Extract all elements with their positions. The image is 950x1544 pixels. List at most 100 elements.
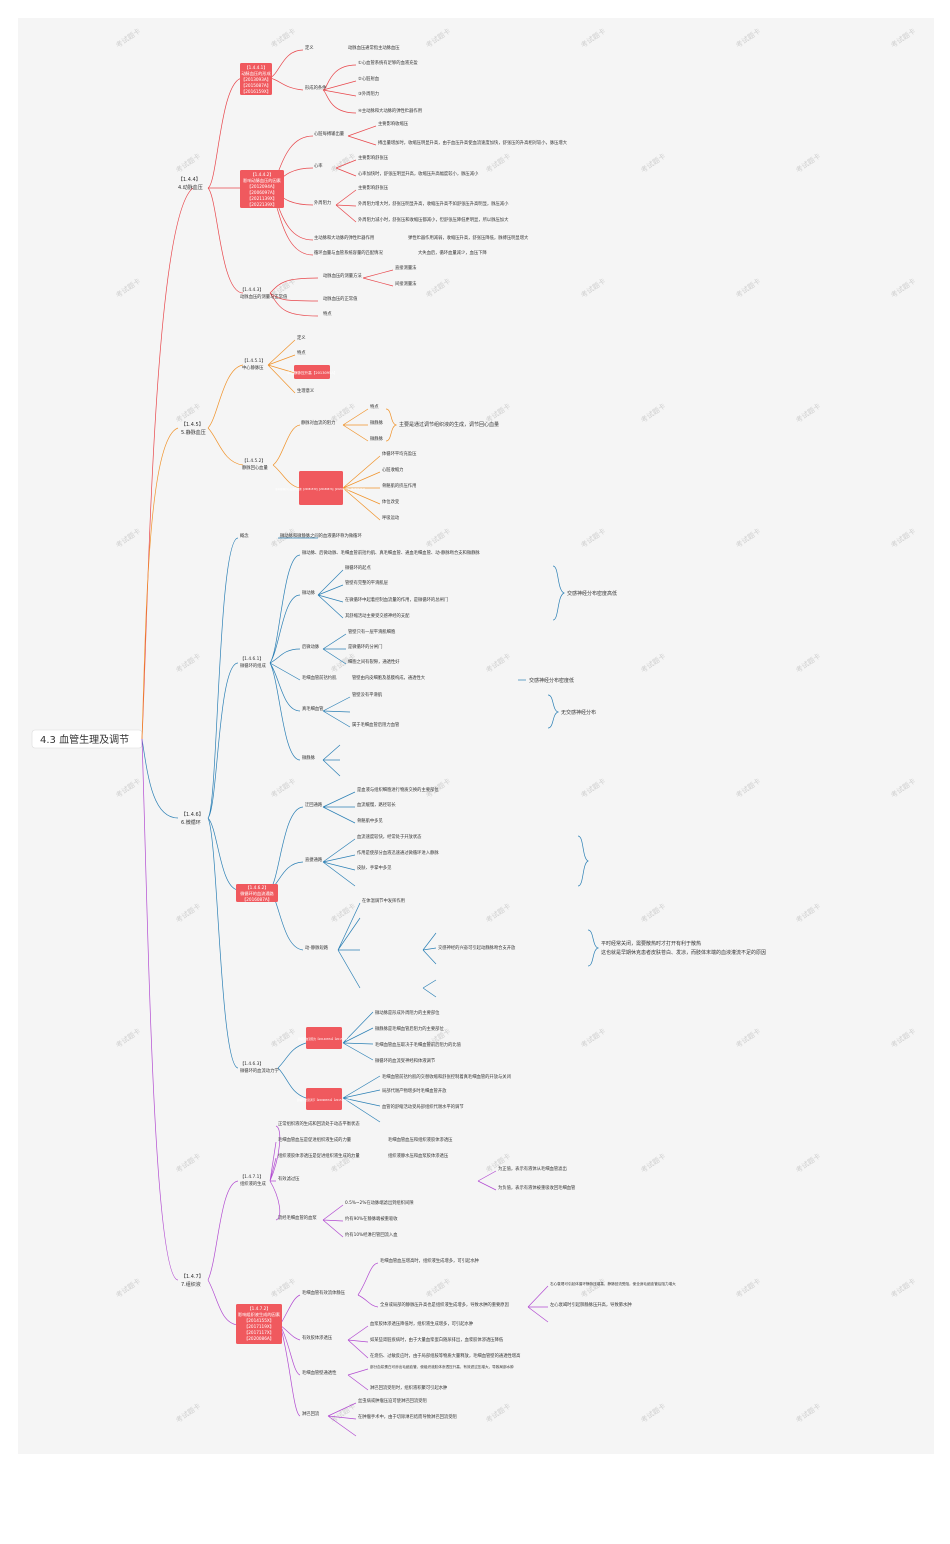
leaf-text: 在烧伤、过敏反应时，由于局部组胺等物质大量释放，毛细血管壁的通透性增高 (370, 1352, 521, 1359)
tag-1462[interactable]: 【1.4.6.2】 微循环的血流通路 【2016087A】 (236, 884, 278, 902)
node-label[interactable]: 【1.4.5.1】 (242, 358, 266, 364)
node-label[interactable]: 微动脉 (302, 589, 316, 596)
branch-line (477, 1170, 497, 1191)
leaf-text: 组织液静水压和血浆胶体渗透压 (388, 1152, 449, 1159)
leaf-text: 属于毛细血管后阻力血管 (352, 721, 400, 728)
brace-note: 主要是通过调节组织液的生成，调节回心血量 (399, 421, 499, 428)
node-label[interactable]: 毛细血管血压是促进组织液生成的力量 (278, 1136, 352, 1143)
section-title[interactable]: 6.微循环 (181, 819, 201, 826)
node-label[interactable]: 直捷通路 (305, 856, 323, 863)
section-code: 【1.4.4】 (178, 177, 201, 183)
node-label[interactable]: 特点 (297, 349, 306, 356)
section-microcirculation-text: 【1.4.6】 6.微循环 概念 微动脉和微静脉之间的血液循环称为微循环 【1.… (181, 532, 766, 1110)
section-title[interactable]: 4.动脉血压 (178, 184, 203, 191)
leaf-text: 约有90%在静脉端被重吸收 (345, 1215, 398, 1222)
node-label[interactable]: 有效滤过压 (278, 1175, 300, 1182)
node-label[interactable]: 定义 (305, 44, 314, 51)
leaf-text: 部分血浆蛋白可渗出毛细血管，使组织液胶体渗透压升高，有效滤过压增大，导致局部水肿 (370, 1364, 514, 1369)
section-tissue-fluid (141, 738, 549, 1437)
node-label[interactable]: 【1.4.7.1】 (240, 1174, 264, 1180)
node-label[interactable]: 微动脉、后微动脉、毛细血管前括约肌、真毛细血管、通血毛细血管、动-静脉吻合支和微… (302, 549, 480, 556)
node-label[interactable]: 有效胶体渗透压 (302, 1334, 333, 1341)
node-label[interactable]: 心率 (314, 162, 323, 169)
section-title[interactable]: 7.组织液 (181, 1281, 201, 1288)
tag-1441[interactable]: 【1.4.4.1】 动脉血压的形成 【2013093A】 【2015087A】 … (240, 63, 272, 95)
tag-line: 中心静脉压升高【2013095A】 (287, 370, 338, 375)
node-label[interactable]: 特点 (323, 310, 332, 317)
node-label[interactable]: 【1.4.5.2】 (242, 458, 266, 464)
leaf-text: 弹性贮器作用减弱，收缩压升高，舒张压降低，脉搏压明显增大 (408, 234, 529, 241)
branch-line (527, 1285, 549, 1323)
tag-1442[interactable]: 【1.4.4.2】 影响动脉血压的因素 【2012094A】 【2006097A… (240, 170, 284, 208)
node-label[interactable]: 毛细血管前括约肌 (302, 674, 337, 681)
node-label[interactable]: 定义 (297, 334, 306, 341)
node-label[interactable]: 淋巴回流 (302, 1410, 320, 1417)
tag-cvp-raise[interactable]: 中心静脉压升高【2013095A】 (287, 365, 338, 379)
tag-venous-return-factors[interactable]: 影响静脉回心血量的因素【2008153X】【2018087A】【2020060A… (276, 471, 367, 505)
node-label[interactable]: 微循环的血流动力学 (240, 1067, 279, 1074)
watermark-text: 考试题卡 (794, 651, 822, 674)
branch-line (141, 738, 179, 1281)
leaf-text: 微静脉 (370, 419, 384, 426)
leaf-text: 全身或局部的静脉压升高也是组织液生成增多，导致水肿的重要原因 (380, 1301, 509, 1308)
leaf-text: 毛细血管前括约肌的交替收缩和舒张控制着真毛细血管的开放与关闭 (382, 1073, 511, 1080)
branch-line (267, 339, 296, 394)
node-label[interactable]: 外周阻力 (314, 199, 331, 206)
node-label[interactable]: 后微动脉 (302, 643, 320, 650)
node-label[interactable]: 微循环的组成 (240, 662, 266, 669)
watermark-text: 考试题卡 (114, 276, 142, 299)
node-label[interactable]: 动脉血压的测量与正常值 (240, 293, 288, 300)
node-label[interactable]: 形成的条件 (305, 84, 327, 91)
leaf-text: 微静脉是毛细血管后阻力的主要部位 (375, 1025, 444, 1032)
node-label[interactable]: 组织液胶体渗透压是促进组织液生成的力量 (278, 1152, 360, 1159)
root-node[interactable]: 4.3 血管生理及调节 (31, 729, 143, 749)
leaf-text: 毛细血管血压取决于毛细血管前后阻力的比值 (375, 1041, 462, 1048)
leaf-text: 主要影响舒张压 (358, 184, 389, 191)
node-label[interactable]: 循环血量与血管系统容量的匹配情况 (314, 249, 383, 256)
root-title: 4.3 血管生理及调节 (40, 733, 129, 746)
leaf-text: 血浆胶体渗透压降低时，组织液生成增多，可引起水肿 (370, 1320, 473, 1327)
node-label[interactable]: 静脉对血流的阻力 (301, 419, 335, 426)
node-label[interactable]: 心脏每搏输出量 (314, 130, 345, 137)
tag-line: 【1.4.6.2】 (245, 885, 268, 890)
node-label[interactable]: 动-静脉短路 (305, 944, 329, 951)
node-label[interactable]: 【1.4.4.3】 (240, 287, 264, 293)
branch-line (342, 1075, 381, 1123)
node-label[interactable]: 主动脉和大动脉的弹性贮器作用 (314, 234, 374, 241)
leaf-text: 在微循环中起着控制血流量的作用，是微循环的总闸门 (345, 596, 448, 603)
node-label[interactable]: 毛细血管有效流体静压 (302, 1289, 346, 1296)
watermark-text: 考试题卡 (269, 1276, 297, 1299)
node-label[interactable]: 毛细血管壁通透性 (302, 1369, 337, 1376)
leaf-text: 大失血后，循环血量减少，血压下降 (418, 249, 487, 256)
watermark-text: 考试题卡 (174, 1401, 202, 1424)
node-label[interactable]: 流经毛细血管的血浆 (278, 1214, 317, 1221)
node-label[interactable]: 正常组织液的生成和回流处于动态平衡状态 (278, 1120, 360, 1127)
section-arterial-pressure-text: 【1.4.4】 4.动脉血压 【1.4.4.1】 动脉血压的形成 【201309… (178, 44, 568, 317)
node-label[interactable]: 动脉血压的正常值 (323, 295, 358, 302)
branch-line (207, 537, 239, 1069)
node-label[interactable]: 概念 (240, 532, 249, 539)
node-label[interactable]: 微静脉 (302, 754, 316, 761)
node-label[interactable]: 真毛细血管 (302, 705, 324, 712)
branch-line (347, 1325, 369, 1359)
node-label[interactable]: 组织液的生成 (240, 1180, 266, 1187)
branch-line (347, 1368, 369, 1391)
node-label[interactable]: 动脉血压的测量方法 (323, 272, 362, 279)
node-label[interactable]: 迂回通路 (305, 801, 323, 808)
tag-resistance[interactable]: 微循环血流阻力【2014087A】【2015128】 (298, 1027, 350, 1049)
leaf-text: 毛细血管血压增高时，组织液生成增多，可引起水肿 (380, 1257, 479, 1264)
watermark-text: 考试题卡 (114, 26, 142, 49)
branch-line (317, 569, 344, 619)
section-code: 【1.4.6】 (181, 812, 204, 818)
node-label[interactable]: 中心静脉压 (242, 364, 264, 371)
node-label[interactable]: 【1.4.6.3】 (240, 1061, 264, 1067)
tag-1472[interactable]: 【1.4.7.2】 影响组织液生成的因素 【2014155X】 【2017119… (236, 1304, 282, 1344)
node-label[interactable]: 【1.4.6.1】 (240, 656, 264, 662)
tag-regulation[interactable]: 微循环血流调节【2009087A】【2015154X】 (297, 1088, 351, 1110)
node-label[interactable]: 生理意义 (297, 387, 315, 394)
section-title[interactable]: 5.静脉血压 (181, 429, 206, 436)
node-label[interactable]: 静脉回心血量 (242, 464, 268, 471)
watermark-text: 考试题卡 (794, 901, 822, 924)
section-code: 【1.4.5】 (181, 422, 204, 428)
watermark-text: 考试题卡 (579, 776, 607, 799)
